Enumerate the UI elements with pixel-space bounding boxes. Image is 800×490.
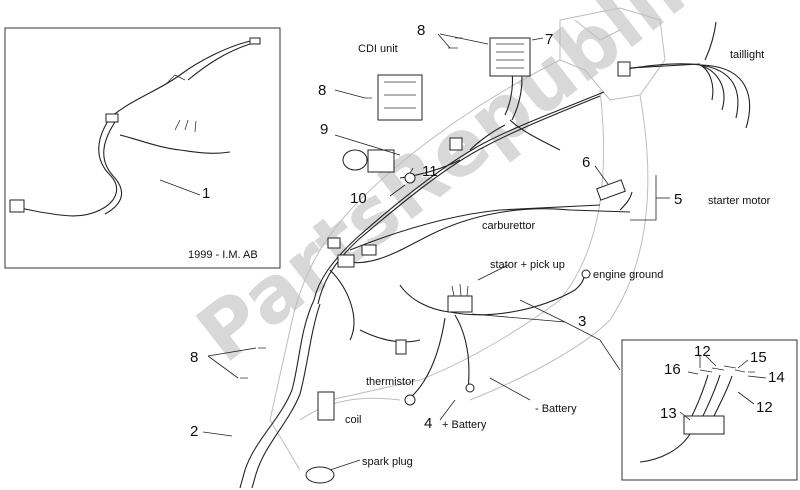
label-minus-battery: - Battery bbox=[535, 403, 577, 415]
callout-4: 4 bbox=[424, 415, 432, 432]
callout-3: 3 bbox=[578, 313, 586, 330]
label-thermistor: thermistor bbox=[366, 376, 415, 388]
text-labels: CDI unit taillight starter motor carbure… bbox=[345, 43, 771, 468]
callout-10: 10 bbox=[350, 190, 367, 207]
label-coil: coil bbox=[345, 414, 362, 426]
callout-13: 13 bbox=[660, 405, 677, 422]
callout-8: 8 bbox=[190, 349, 198, 366]
main-harness bbox=[239, 21, 751, 489]
inset-caption: 1999 - I.M. AB bbox=[188, 249, 258, 261]
label-engine-ground: engine ground bbox=[593, 269, 663, 281]
callout-12: 12 bbox=[756, 399, 773, 416]
callout-9: 9 bbox=[320, 121, 328, 138]
label-spark-plug: spark plug bbox=[362, 456, 413, 468]
callout-11: 11 bbox=[422, 163, 438, 180]
label-plus-battery: + Battery bbox=[442, 419, 487, 431]
label-taillight: taillight bbox=[730, 49, 764, 61]
callout-14: 14 bbox=[768, 369, 785, 386]
label-starter-motor: starter motor bbox=[708, 195, 771, 207]
label-stator-pickup: stator + pick up bbox=[490, 259, 565, 271]
label-cdi-unit: CDI unit bbox=[358, 43, 398, 55]
leader-lines bbox=[202, 33, 670, 471]
callout-8: 8 bbox=[417, 22, 425, 39]
scooter-frame bbox=[269, 7, 666, 471]
callout-7: 7 bbox=[545, 31, 553, 48]
callout-1: 1 bbox=[202, 185, 210, 202]
label-carburettor: carburettor bbox=[482, 220, 536, 232]
callout-8: 8 bbox=[318, 82, 326, 99]
callout-16: 16 bbox=[664, 361, 681, 378]
callout-numbers: 8 7 8 9 6 11 10 5 3 8 2 4 12 15 16 14 12… bbox=[190, 22, 785, 440]
callout-5: 5 bbox=[674, 191, 682, 208]
callout-6: 6 bbox=[582, 154, 590, 171]
inset-1999-harness: 1 1999 - I.M. AB bbox=[4, 27, 281, 269]
callout-15: 15 bbox=[750, 349, 767, 366]
components bbox=[240, 37, 701, 484]
callout-12: 12 bbox=[694, 343, 711, 360]
inset-stator-connector bbox=[621, 339, 798, 481]
callout-2: 2 bbox=[190, 423, 198, 440]
